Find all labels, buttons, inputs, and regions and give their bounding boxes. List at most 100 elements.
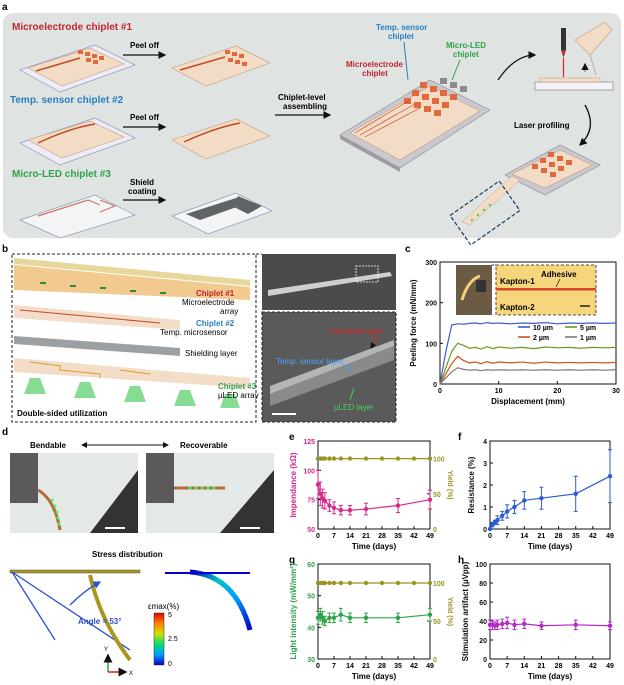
- e-xtick-label: 0: [316, 533, 320, 540]
- f-ytick-label: 3: [483, 461, 487, 468]
- e-data-point: [327, 503, 332, 508]
- g-data-point: [327, 615, 332, 621]
- g-data-point: [395, 615, 401, 621]
- g-data-point: [338, 612, 344, 617]
- e-data-point: [331, 505, 337, 511]
- g-xlabel: Time (days): [352, 672, 397, 681]
- d-colorbar-title: εmax(%): [148, 602, 179, 611]
- h-data-point: [607, 623, 613, 628]
- chiplet3-shielded: [171, 192, 273, 235]
- c-kapton2-text: Kapton-2: [500, 303, 535, 312]
- sem-temp-pointer: [342, 363, 353, 371]
- d-axis-x: X: [129, 671, 133, 677]
- h-xtick-label: 42: [589, 663, 597, 670]
- e-data-point: [395, 456, 401, 461]
- b-shielding-text: Shielding layer: [185, 349, 238, 358]
- temp-chiplet-text-1: Temp. sensor: [376, 23, 427, 32]
- d-photo-bendable: [10, 453, 138, 533]
- g-data-point: [427, 580, 433, 586]
- g-ytick-label: 30: [307, 657, 315, 664]
- g-data-point: [379, 580, 385, 586]
- panel-d-letter: d: [2, 427, 8, 438]
- d-recoverable-text: Recoverable: [180, 441, 228, 450]
- temp-chiplet-pointer: [403, 41, 409, 81]
- g-data-point: [395, 580, 401, 586]
- microled-chiplet-pointer: [451, 59, 461, 81]
- f-xtick-label: 42: [589, 533, 597, 540]
- b-chiplet3-title: Chiplet #3: [218, 382, 257, 391]
- d-photo-recoverable: [146, 453, 274, 533]
- g-data-point: [427, 612, 433, 617]
- sem-electrode-pointer: [370, 335, 379, 349]
- chiplet1-label: Microelectrode chiplet #1: [12, 22, 132, 33]
- shield-text-2: coating: [128, 187, 157, 196]
- f-data-point: [539, 496, 544, 501]
- c-legend-label: 1 µm: [580, 335, 596, 342]
- g-data-point: [315, 615, 321, 621]
- microelectrode-chiplet-text-2: chiplet: [362, 69, 388, 78]
- f-ytick-label: 0: [483, 527, 487, 534]
- c-legend-label: 5 µm: [580, 325, 596, 332]
- shield-text-1: Shield: [130, 178, 154, 187]
- panel-c-letter: c: [405, 244, 411, 255]
- g-xtick-label: 35: [394, 663, 402, 670]
- e-xtick-label: 49: [426, 533, 434, 540]
- b-chiplet1-title: Chiplet #1: [196, 289, 235, 298]
- assembled-device: [339, 78, 491, 172]
- f-data-point: [512, 504, 517, 510]
- e-data-point: [363, 456, 369, 461]
- e-xtick-label: 42: [410, 533, 418, 540]
- e-ytick-label: 125: [303, 439, 315, 446]
- d-angle-text: Angle = 53°: [78, 617, 121, 626]
- c-ylabel: Peeling force (mN/mm): [409, 279, 418, 366]
- e-data-point: [315, 482, 321, 487]
- e-ytick2-label: 50: [433, 492, 441, 499]
- panel-b-layer-frame: [11, 253, 257, 423]
- layer-shielding: [14, 336, 180, 356]
- d-cbar-tick-mid: 2.5: [168, 636, 178, 643]
- h-ytick-label: 60: [479, 600, 487, 607]
- microled-chiplet-text-1: Micro-LED: [446, 41, 486, 50]
- h-plot-frame: [489, 563, 611, 660]
- c-ytick-label: 100: [425, 341, 437, 348]
- e-xtick-label: 28: [378, 533, 386, 540]
- panel-h-letter: h: [458, 555, 464, 566]
- b-chiplet1-desc-2: array: [220, 307, 238, 316]
- e-ytick2-label: 100: [433, 457, 445, 464]
- c-xtick-label: 0: [438, 388, 442, 395]
- e-data-point: [318, 491, 323, 496]
- c-series-line-1: [439, 342, 617, 385]
- e-data-point: [322, 456, 328, 461]
- laser-arrow-in: [497, 51, 537, 81]
- h-data-point: [495, 622, 500, 627]
- d-axis-y: Y: [104, 647, 108, 653]
- d-bendable-text: Bendable: [30, 441, 67, 450]
- d-cbar-tick-min: 0: [168, 661, 172, 668]
- g-ylabel: Light intensity (mW/mm²): [289, 563, 298, 659]
- g-data-point: [331, 580, 337, 586]
- c-kapton1-text: Kapton-1: [500, 277, 535, 286]
- g-data-point: [411, 580, 417, 586]
- d-cbar-tick-max: 5: [168, 612, 172, 619]
- panel-e-letter: e: [289, 432, 295, 443]
- g-ytick2-label: 100: [433, 581, 445, 588]
- e-data-point: [322, 498, 328, 504]
- panel-g-letter: g: [289, 555, 295, 566]
- f-xtick-label: 21: [538, 533, 546, 540]
- temp-chiplet-text-2: chiplet: [388, 32, 414, 41]
- microled-chiplet-text-2: chiplet: [453, 50, 479, 59]
- chiplet2-peeled: [171, 118, 271, 160]
- h-xtick-label: 0: [488, 663, 492, 670]
- g-xtick-label: 42: [410, 663, 418, 670]
- h-data-point: [539, 623, 544, 628]
- e-xtick-label: 21: [362, 533, 370, 540]
- f-ytick-label: 1: [483, 505, 487, 512]
- c-legend-label: 10 µm: [533, 325, 553, 332]
- f-data-point: [607, 474, 613, 479]
- h-xtick-label: 7: [505, 663, 509, 670]
- c-ytick-label: 200: [425, 301, 437, 308]
- c-series-line-0: [439, 321, 617, 385]
- h-data-point: [573, 622, 578, 627]
- f-ytick-label: 2: [483, 483, 487, 490]
